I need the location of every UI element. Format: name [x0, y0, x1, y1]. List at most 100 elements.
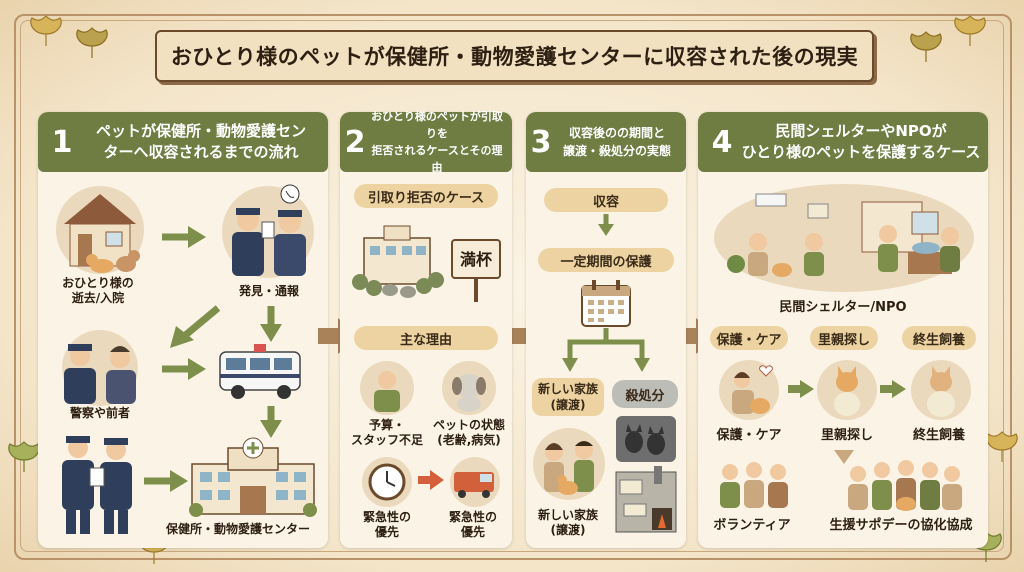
arrow-diagonal-icon — [170, 305, 221, 348]
adoption-pill: 新しい家族 (譲渡) — [532, 378, 604, 416]
protection-pill: 一定期間の保護 — [538, 248, 674, 272]
panel-number: 2 — [344, 124, 366, 160]
reason-budget-label: 予算・ スタッフ不足 — [348, 418, 426, 448]
care-label: 保護・ケア — [716, 428, 782, 443]
panel-heading-line: ひとり様のペットを保護するケース — [741, 143, 981, 161]
police-icon — [62, 330, 138, 406]
reason-urgency-label: 緊急性の 優先 — [348, 510, 426, 540]
red-arrow-icon — [418, 470, 444, 490]
reason-label-line: 優先 — [374, 525, 399, 539]
panel-2-header: 2 おひとり様のペットが引取りを 拒否されるケースとその理由 — [340, 110, 512, 174]
panel-4: 4 民間シェルターやNPOが ひとり様のペットを保護するケース 民間シェルター/… — [698, 112, 988, 548]
arrow-right-icon — [162, 226, 206, 248]
panel-number: 4 — [711, 124, 733, 160]
family-icon — [533, 428, 605, 500]
reason-label-line: 緊急性の — [448, 510, 497, 524]
emergency-vehicle-icon — [450, 457, 500, 507]
euthanasia-facility-icon — [615, 416, 677, 533]
owner-label: おひとり様の 逝去/入院 — [50, 276, 146, 306]
reason-label-line: 予算・ — [368, 418, 405, 432]
officers-clipboard-icon — [62, 436, 132, 534]
owner-label-line: おひとり様の — [62, 276, 134, 290]
arrow-right-icon — [162, 358, 206, 380]
old-dog-icon — [442, 361, 496, 415]
foster-pill: 里親探し — [810, 326, 878, 350]
ginkgo-leaf-icon — [910, 31, 942, 62]
adoption-label: 新しい家族 (譲渡) — [528, 508, 608, 538]
panel-heading: 収容後のの期間と 譲渡・殺処分の実態 — [554, 124, 686, 160]
split-arrows-icon — [562, 328, 650, 372]
arrow-right-icon — [880, 380, 906, 398]
cat-icon — [817, 360, 877, 420]
reason-pet-condition-label: ペットの状態 (老齢,病気) — [426, 418, 512, 448]
house-icon — [56, 186, 144, 274]
adoption-pill-line: 新しい家族 — [537, 382, 598, 396]
panel-number: 3 — [530, 124, 552, 160]
arrow-right-icon — [144, 470, 188, 492]
shelter-scene-icon — [714, 184, 974, 292]
panel-heading-line: 民間シェルターやNPOが — [775, 122, 947, 140]
reasons-pill: 主な理由 — [354, 326, 498, 350]
reason-label-line: 優先 — [460, 525, 485, 539]
panel-heading: ペットが保健所・動物愛護セン ターへ収容されるまでの流れ — [80, 121, 328, 163]
lifetime-label: 終生飼養 — [912, 428, 965, 443]
police-label: 警察や前者 — [69, 406, 130, 420]
panel-heading-line: 拒否されるケースとその理由 — [371, 144, 503, 174]
lifetime-pill: 終生飼養 — [902, 326, 976, 350]
inner-border — [20, 20, 1004, 552]
panel-heading-line: ペットが保健所・動物愛護セン — [95, 122, 306, 140]
euthanasia-pill: 殺処分 — [612, 380, 678, 408]
panel-heading: 民間シェルターやNPOが ひとり様のペットを保護するケース — [740, 121, 988, 163]
owner-label-line: 逝去/入院 — [71, 291, 125, 305]
panel-heading: おひとり様のペットが引取りを 拒否されるケースとその理由 — [368, 108, 512, 176]
ginkgo-leaf-icon — [76, 27, 108, 58]
panel-3-header: 3 収容後のの期間と 譲渡・殺処分の実態 — [526, 112, 686, 172]
adoption-pill-line: (譲渡) — [550, 398, 586, 412]
health-center-building-icon — [189, 437, 317, 517]
reporters-icon — [222, 184, 314, 278]
lifetime-cat-icon — [911, 360, 971, 420]
reason-urgency-label-2: 緊急性の 優先 — [434, 510, 512, 540]
center-label: 保健所・動物愛護センター — [165, 522, 310, 536]
panel-4-header: 4 民間シェルターやNPOが ひとり様のペットを保護するケース — [698, 112, 988, 172]
ginkgo-leaf-icon — [30, 15, 62, 46]
crowded-shelter-icon — [352, 225, 444, 298]
panel-heading-line: ターへ収容されるまでの流れ — [103, 143, 299, 161]
adoption-label-line: (譲渡) — [550, 523, 586, 537]
intake-pill: 収容 — [544, 188, 668, 212]
ambulance-icon — [219, 344, 301, 399]
volunteers-icon — [720, 462, 788, 508]
panel-number: 1 — [51, 124, 73, 160]
reason-label-line: ペットの状態 — [432, 418, 505, 432]
ginkgo-leaf-icon — [986, 431, 1018, 462]
supporter-label: 生援サポデーの協化協成 — [829, 518, 973, 533]
arrow-down-icon — [834, 450, 854, 464]
arrow-down-icon — [598, 214, 614, 236]
reason-label-line: スタッフ不足 — [350, 433, 423, 447]
arrow-down-icon — [260, 406, 282, 438]
calendar-icon — [581, 280, 631, 327]
volunteer-label: ボランティア — [713, 518, 791, 533]
panel-heading-line: おひとり様のペットが引取りを — [371, 110, 503, 140]
full-sign-text: 満杯 — [459, 250, 492, 269]
panel-heading-line: 譲渡・殺処分の実態 — [562, 144, 671, 158]
staff-shortage-icon — [360, 361, 414, 415]
shelter-label: 民間シェルター/NPO — [779, 300, 907, 315]
supporters-icon — [848, 460, 962, 511]
panel-3: 3 収容後のの期間と 譲渡・殺処分の実態 収容 一定期間の保護 新しい家族 (譲… — [526, 112, 686, 548]
ginkgo-leaf-icon — [954, 15, 986, 46]
panel-1: 1 ペットが保健所・動物愛護セン ターへ収容されるまでの流れ おひとり様の 逝去… — [38, 112, 328, 548]
refusal-pill: 引取り拒否のケース — [354, 184, 498, 208]
clock-icon — [362, 457, 412, 507]
page-title: おひとり様のペットが保健所・動物愛護センターに収容された後の現実 — [170, 45, 859, 69]
reason-label-line: 緊急性の — [362, 510, 411, 524]
discovery-label: 発見・通報 — [238, 284, 299, 298]
care-pill: 保護・ケア — [710, 326, 788, 350]
care-icon — [719, 360, 779, 420]
panel-heading-line: 収容後のの期間と — [568, 126, 665, 140]
outer-border — [14, 14, 1012, 560]
full-sign-icon — [451, 239, 501, 302]
panel-2: 2 おひとり様のペットが引取りを 拒否されるケースとその理由 引取り拒否のケース… — [340, 110, 512, 548]
arrow-right-icon — [788, 380, 814, 398]
panel-1-header: 1 ペットが保健所・動物愛護セン ターへ収容されるまでの流れ — [38, 112, 328, 172]
